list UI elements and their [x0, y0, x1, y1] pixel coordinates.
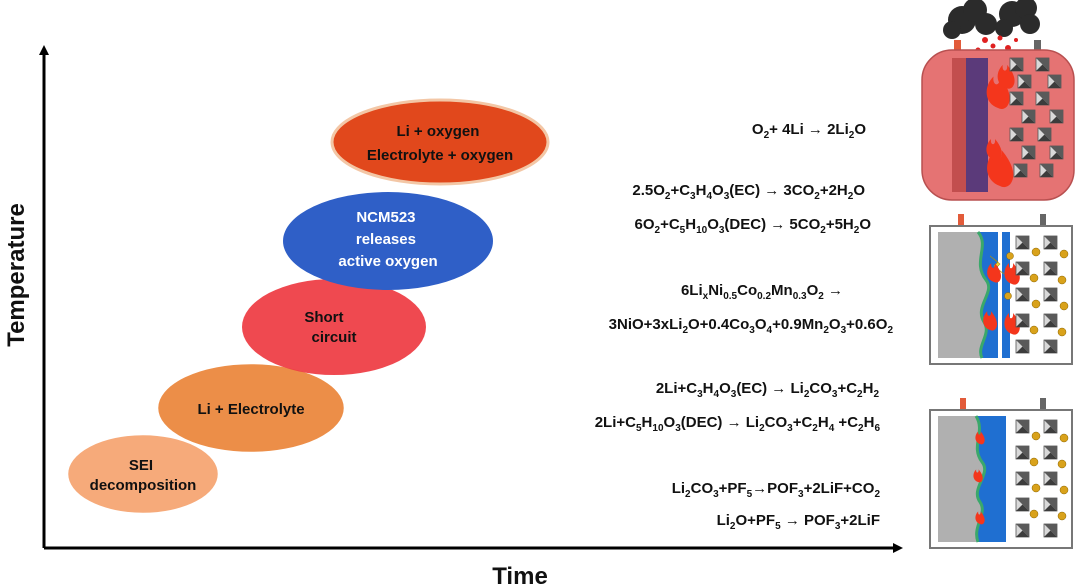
stage-label-line: active oxygen	[338, 253, 437, 270]
reaction-ncm523-decomposition-1: 6LixNi0.5Co0.2Mn0.3O2 →	[680, 282, 843, 302]
stage-label: Short circuit	[304, 309, 356, 346]
stage-label-line: NCM523	[356, 209, 415, 226]
stage-sei-decomposition: SEI decomposition	[65, 432, 221, 516]
short-circuit-cell-icon	[929, 214, 1073, 365]
reaction-ec-oxidation: 2.5O2+C3H4O3(EC) → 3CO2+2H2O	[632, 182, 865, 202]
reaction-li-oxygen: O2+ 4Li → 2Li2O	[751, 121, 866, 141]
stage-label-line: releases	[356, 231, 416, 248]
stage-label-line: circuit	[311, 329, 356, 346]
stage-ellipse	[155, 361, 347, 455]
stage-label-line: SEI	[129, 457, 153, 474]
stage-ncm523-oxygen: NCM523 releases active oxygen	[283, 192, 493, 290]
axes: Temperature Time	[3, 45, 903, 588]
reaction-li-dec: 2Li+C5H10O3(DEC) → Li2CO3+C2H4 +C2H6	[594, 414, 880, 434]
stage-label: SEI decomposition	[90, 457, 197, 494]
stage-label-line: Li + Electrolyte	[197, 401, 304, 418]
reaction-li-ec: 2Li+C3H4O3(EC) → Li2CO3+C2H2	[655, 380, 879, 400]
stage-label-line: Short	[304, 309, 343, 326]
reaction-li2o-pf5: Li2O+PF5 → POF3+2LiF	[716, 512, 880, 532]
stage-ellipse	[65, 432, 221, 516]
stage-ellipses: SEI decomposition Li + Electrolyte Short…	[65, 98, 550, 516]
reaction-ncm523-decomposition-2: 3NiO+3xLi2O+0.4Co3O4+0.9Mn2O3+0.6O2	[608, 316, 893, 336]
reaction-li2co3-pf5: Li2CO3+PF5→POF3+2LiF+CO2	[671, 480, 880, 500]
stage-label: Li + Electrolyte	[197, 401, 304, 418]
thermal-runaway-cell-icon	[921, 0, 1075, 201]
stage-li-oxygen: Li + oxygen Electrolyte + oxygen	[330, 98, 550, 186]
stage-short-circuit: Short circuit	[242, 279, 426, 375]
stage-label: NCM523 releases active oxygen	[338, 209, 437, 270]
y-axis-label: Temperature	[3, 203, 30, 347]
stage-label: Li + oxygen Electrolyte + oxygen	[367, 123, 513, 164]
stage-ellipse	[242, 279, 426, 375]
stage-ellipse	[283, 192, 493, 290]
stage-li-electrolyte: Li + Electrolyte	[155, 361, 347, 455]
stage-label-line: Electrolyte + oxygen	[367, 147, 513, 164]
stage-label-line: Li + oxygen	[396, 123, 479, 140]
stage-ellipse	[330, 98, 550, 186]
reaction-dec-oxidation: 6O2+C5H10O3(DEC) → 5CO2+5H2O	[634, 216, 871, 236]
x-axis-label: Time	[492, 563, 548, 588]
sei-cell-icon	[929, 398, 1073, 549]
stage-label-line: decomposition	[90, 477, 197, 494]
